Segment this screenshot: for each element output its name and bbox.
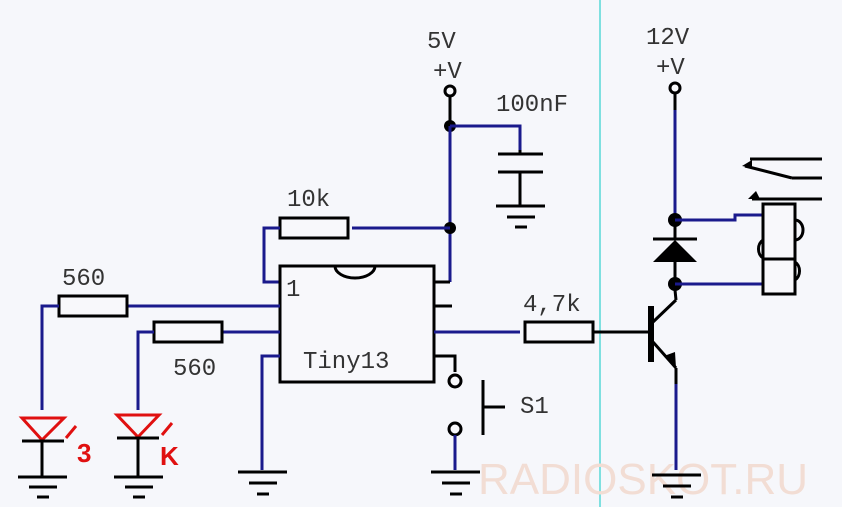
watermark: RADIOSKOT.RU <box>478 455 808 504</box>
cap-label: 100nF <box>496 92 568 119</box>
switch-terminal <box>447 421 463 437</box>
led2-label: K <box>160 441 179 471</box>
r-led1-label: 560 <box>62 266 105 293</box>
supply-5v-symbol: +V <box>433 59 462 86</box>
relay-contact-icon <box>742 157 822 201</box>
wire-ground <box>260 354 280 470</box>
ic-pin1-label: 1 <box>286 277 300 304</box>
ic-label: Tiny13 <box>303 349 389 376</box>
wire <box>136 330 154 410</box>
led-icon <box>18 416 78 443</box>
r-base-label: 4,7k <box>523 292 581 319</box>
led-icon <box>113 413 174 440</box>
switch-label: S1 <box>520 394 549 421</box>
wire <box>673 289 678 301</box>
r-pullup-label: 10k <box>287 187 330 214</box>
resistor-10k <box>278 216 350 240</box>
resistor-560-1 <box>57 294 129 318</box>
wire <box>262 226 280 284</box>
ground-icon <box>652 473 701 499</box>
ic-pin <box>434 354 457 372</box>
supply-5v-terminal <box>443 84 457 98</box>
ic-tiny13 <box>278 264 436 384</box>
supply-12v-terminal <box>668 81 682 95</box>
ground-icon <box>238 470 287 496</box>
resistor-4k7 <box>523 320 595 344</box>
wire-cap <box>450 124 522 150</box>
wire <box>675 213 763 222</box>
wire <box>40 304 59 410</box>
ground-icon <box>496 204 545 229</box>
transistor-npn-icon <box>648 298 678 369</box>
supply-12v-symbol: +V <box>656 55 685 82</box>
led1-label: 3 <box>77 438 91 468</box>
r-led2-label: 560 <box>173 356 216 383</box>
diode-icon <box>653 237 697 262</box>
relay-coil-icon <box>757 202 805 296</box>
switch-terminal <box>447 373 463 389</box>
ground-icon <box>18 475 67 499</box>
ground-icon <box>431 470 480 496</box>
supply-5v-label: 5V <box>427 29 456 56</box>
resistor-560-2 <box>152 320 224 344</box>
supply-12v-label: 12V <box>646 25 690 52</box>
ic-notch <box>333 265 377 280</box>
ground-icon <box>114 475 163 499</box>
